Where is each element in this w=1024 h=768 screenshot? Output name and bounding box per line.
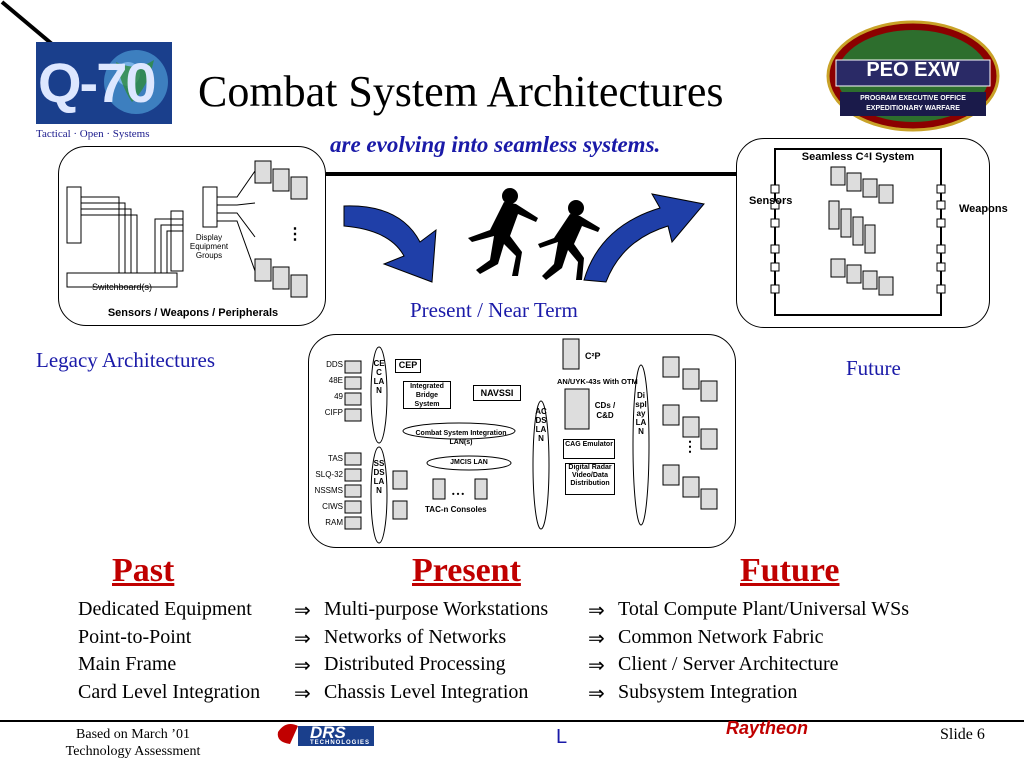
arrow-icon: ⇒ <box>588 600 605 622</box>
present-diagram-icon: ⋮ … <box>344 338 718 544</box>
switchboard-label: Switchboard(s) <box>91 282 153 292</box>
footer-note: Based on March ’01 Technology Assessment <box>44 726 222 760</box>
evolution-arrows-icon <box>343 188 705 283</box>
future-item: Common Network Fabric <box>618 625 824 648</box>
page-title: Combat System Architectures <box>198 67 724 116</box>
arrow-icon: ⇒ <box>588 627 605 650</box>
comparison-row: Dedicated Equipment ⇒ Multi-purpose Work… <box>78 598 988 626</box>
q70-logo-text: Q-70 <box>38 51 156 114</box>
arrow-icon: ⇒ <box>294 600 311 622</box>
peo-line1: PROGRAM EXECUTIVE OFFICE <box>860 95 966 102</box>
drs-logo: DRS TECHNOLOGIES <box>276 716 376 748</box>
uyk-label: AN/UYK-43s With OTM <box>557 377 638 386</box>
footer-note-line2: Technology Assessment <box>65 744 201 759</box>
sensor-tas: TAS <box>328 454 343 463</box>
future-heading: Future <box>740 552 840 589</box>
ibs-box: Integrated Bridge System <box>403 381 451 409</box>
c2p-label: C²P <box>585 351 601 361</box>
cag-box: CAG Emulator <box>563 439 615 459</box>
arrow-icon: ⇒ <box>294 627 311 650</box>
sensor-nssms: NSSMS <box>314 486 343 495</box>
drs-logo-sub: TECHNOLOGIES <box>310 740 371 746</box>
arrow-icon: ⇒ <box>294 682 311 705</box>
future-panel-title: Seamless C⁴I System <box>801 151 915 163</box>
present-caption: Present / Near Term <box>410 298 578 322</box>
comparison-row: Point-to-Point ⇒ Networks of Networks ⇒ … <box>78 626 988 654</box>
future-caption: Future <box>846 356 901 380</box>
sensor-49: 49 <box>334 392 343 401</box>
present-sensor-list-2: TAS SLQ-32 NSSMS CIWS RAM <box>309 451 343 531</box>
subtitle-rule <box>326 172 744 176</box>
sensor-48e: 48E <box>328 376 343 385</box>
svg-text:⋮: ⋮ <box>287 226 303 243</box>
center-mark: L <box>556 726 568 748</box>
future-diagram-icon <box>770 148 946 316</box>
present-item: Multi-purpose Workstations <box>324 598 549 620</box>
cep-box: CEP <box>395 359 421 373</box>
q70-logo: Q-70 <box>36 42 172 124</box>
display-lan-label: Display LAN <box>635 391 647 436</box>
footer-rule <box>0 720 1024 722</box>
jmcis-label: JMCIS LAN <box>450 459 488 466</box>
present-heading: Present <box>412 552 521 589</box>
legacy-panel-label: Sensors / Weapons / Peripherals <box>107 307 279 319</box>
corner-line-icon <box>0 0 54 46</box>
display-equipment-label: Display Equipment Groups <box>189 233 229 260</box>
present-item: Chassis Level Integration <box>324 680 529 703</box>
acds-lan-label: ACDS LAN <box>535 407 547 443</box>
arrow-icon: ⇒ <box>588 682 605 705</box>
peo-line2: EXPEDITIONARY WARFARE <box>866 105 960 112</box>
slide-number: Slide 6 <box>940 726 985 743</box>
legacy-panel: ⋮ Display Equipment Groups Switchboard(s… <box>58 146 326 326</box>
ssds-lan-label: SSDS LAN <box>373 459 385 495</box>
past-heading: Past <box>112 552 175 589</box>
present-sensor-list-1: DDS 48E 49 CIFP <box>317 357 343 421</box>
svg-text:…: … <box>451 484 465 499</box>
cds-label: CDs / C&D <box>594 401 616 420</box>
sensor-dds: DDS <box>326 360 343 369</box>
sensor-ram: RAM <box>325 518 343 527</box>
future-weapons-label: Weapons <box>959 203 1008 215</box>
logo-tagline: Tactical · Open · Systems <box>36 128 150 140</box>
subtitle: are evolving into seamless systems. <box>330 132 661 157</box>
future-item: Total Compute Plant/Universal WSs <box>618 598 909 620</box>
comparison-row: Card Level Integration ⇒ Chassis Level I… <box>78 681 988 709</box>
future-panel: Seamless C⁴I System Sensors Weapons <box>736 138 1008 328</box>
legacy-diagram-icon: ⋮ <box>66 160 308 298</box>
legacy-caption: Legacy Architectures <box>36 348 215 372</box>
svg-text:⋮: ⋮ <box>683 440 697 455</box>
csil-label: Combat System Integration LAN(s) <box>415 430 507 446</box>
future-item: Subsystem Integration <box>618 680 798 703</box>
future-item: Client / Server Architecture <box>618 653 839 675</box>
arrow-icon: ⇒ <box>588 655 605 677</box>
comparison-table: Dedicated Equipment ⇒ Multi-purpose Work… <box>78 598 988 708</box>
tac-n-label: TAC-n Consoles <box>425 505 487 514</box>
comparison-row: Main Frame ⇒ Distributed Processing ⇒ Cl… <box>78 653 988 681</box>
present-item: Distributed Processing <box>324 653 506 675</box>
sensor-cifp: CIFP <box>324 408 343 417</box>
future-sensors-label: Sensors <box>749 195 792 208</box>
sensor-slq32: SLQ-32 <box>315 470 343 479</box>
peo-exw-text: PEO EXW <box>866 59 960 81</box>
footer-note-line1: Based on March ’01 <box>76 727 190 742</box>
past-item: Card Level Integration <box>78 680 261 703</box>
sensor-ciws: CIWS <box>322 502 343 511</box>
cec-lan-label: CEC LAN <box>373 359 385 395</box>
navssi-box: NAVSSI <box>473 385 521 401</box>
past-item: Main Frame <box>78 653 177 675</box>
drs-logo-text: DRS <box>310 723 346 742</box>
present-item: Networks of Networks <box>324 625 507 648</box>
arrow-icon: ⇒ <box>294 655 311 677</box>
past-item: Point-to-Point <box>78 625 192 648</box>
drv-box: Digital Radar Video/Data Distribution <box>565 463 615 495</box>
present-panel: ⋮ … DDS 48E 49 CIFP TAS SLQ-32 NSSMS CIW… <box>308 334 736 548</box>
past-item: Dedicated Equipment <box>78 598 252 620</box>
peo-exw-logo: PEO EXW PROGRAM EXECUTIVE OFFICE EXPEDIT… <box>826 20 1000 132</box>
raytheon-logo: Raytheon <box>726 718 809 738</box>
